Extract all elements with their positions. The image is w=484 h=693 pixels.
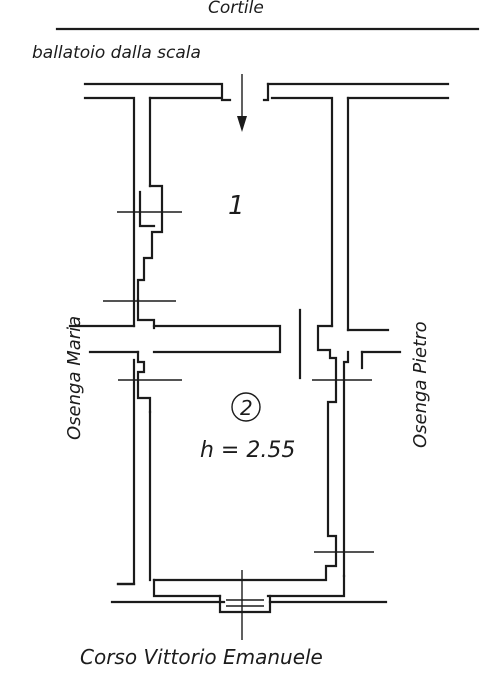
partition-wall (68, 308, 402, 380)
room-2-label: 2 (240, 396, 253, 420)
wall-bottom (110, 570, 388, 640)
room-1-label: 1 (228, 191, 245, 221)
room-2-marker: 2 (231, 392, 261, 422)
entrance-arrow (237, 74, 247, 132)
wall-top-left (83, 82, 232, 328)
wall-left-room1 (103, 184, 182, 330)
left-owner-label: Osenga Maria (64, 316, 85, 440)
courtyard-label: Cortile (208, 0, 264, 18)
wall-top-right (262, 82, 450, 332)
entrance-label: ballatoio dalla scala (32, 43, 201, 63)
wall-left-room2 (116, 350, 182, 586)
street-label: Corso Vittorio Emanuele (80, 645, 323, 669)
ceiling-height-label: h = 2.55 (200, 438, 295, 463)
right-owner-label: Osenga Pietro (410, 321, 431, 448)
wall-right-room2 (152, 324, 374, 582)
